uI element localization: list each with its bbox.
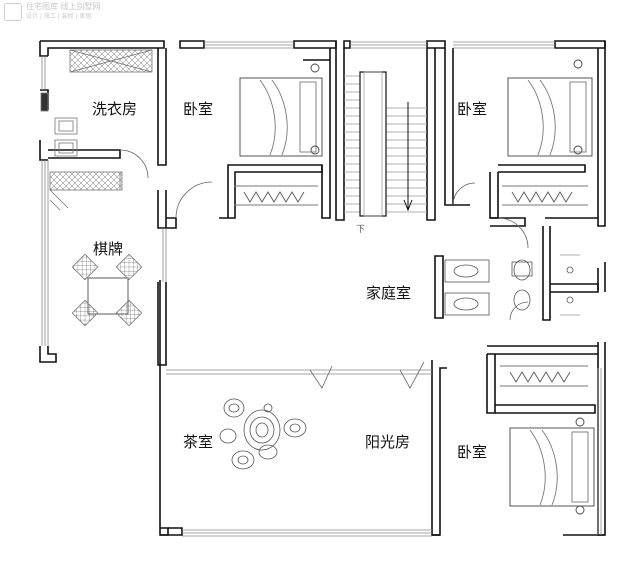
stair-direction-label: 下 xyxy=(356,225,365,235)
walls xyxy=(39,40,606,536)
bedroom-c-furniture xyxy=(500,365,595,515)
watermark-logo-icon xyxy=(4,3,22,21)
watermark: 住宅图库 线上别墅网 设计 | 施工 | 装修 | 家居 xyxy=(4,2,101,22)
room-label-bedroom-c: 卧室 xyxy=(457,443,487,461)
tea-room-stones xyxy=(219,398,307,470)
bedroom-a-furniture xyxy=(234,63,323,206)
room-label-chess: 棋牌 xyxy=(93,240,123,258)
room-label-bedroom-b: 卧室 xyxy=(457,100,487,118)
room-label-sunroom: 阳光房 xyxy=(365,433,410,451)
watermark-line-2: 设计 | 施工 | 装修 | 家居 xyxy=(26,13,92,20)
room-label-tea: 茶室 xyxy=(183,433,213,451)
room-label-laundry: 洗衣房 xyxy=(92,100,137,118)
room-label-bedroom-a: 卧室 xyxy=(183,100,213,118)
watermark-line-1: 住宅图库 线上别墅网 xyxy=(26,2,101,11)
room-label-family: 家庭室 xyxy=(366,284,411,302)
chess-room-furniture xyxy=(49,171,143,327)
staircase xyxy=(344,71,427,217)
laundry-fixtures xyxy=(40,49,153,157)
windows xyxy=(41,41,602,537)
bedroom-b-furniture xyxy=(502,59,593,206)
bathroom-fixtures xyxy=(444,254,580,316)
door-swings xyxy=(119,149,529,389)
